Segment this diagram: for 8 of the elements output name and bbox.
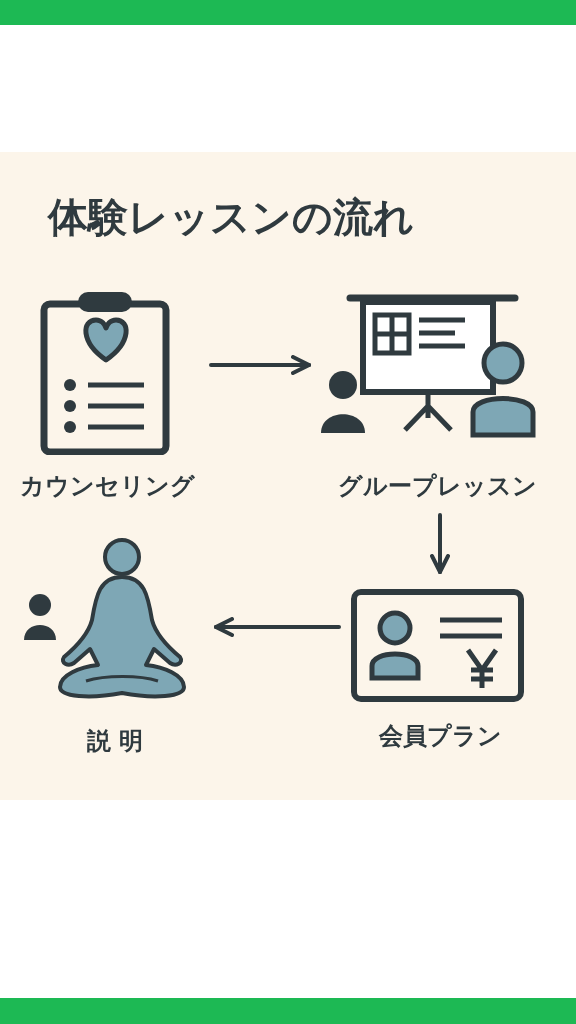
step-label: 説 明: [85, 726, 145, 757]
step-label: 会員プラン: [377, 721, 503, 752]
arrow: [209, 355, 311, 375]
step-label: グループレッスン: [337, 471, 538, 502]
arrow: [430, 513, 450, 574]
step-label: カウンセリング: [19, 471, 196, 502]
arrow: [214, 617, 341, 637]
title: 体験レッスンの流れ: [48, 193, 414, 242]
